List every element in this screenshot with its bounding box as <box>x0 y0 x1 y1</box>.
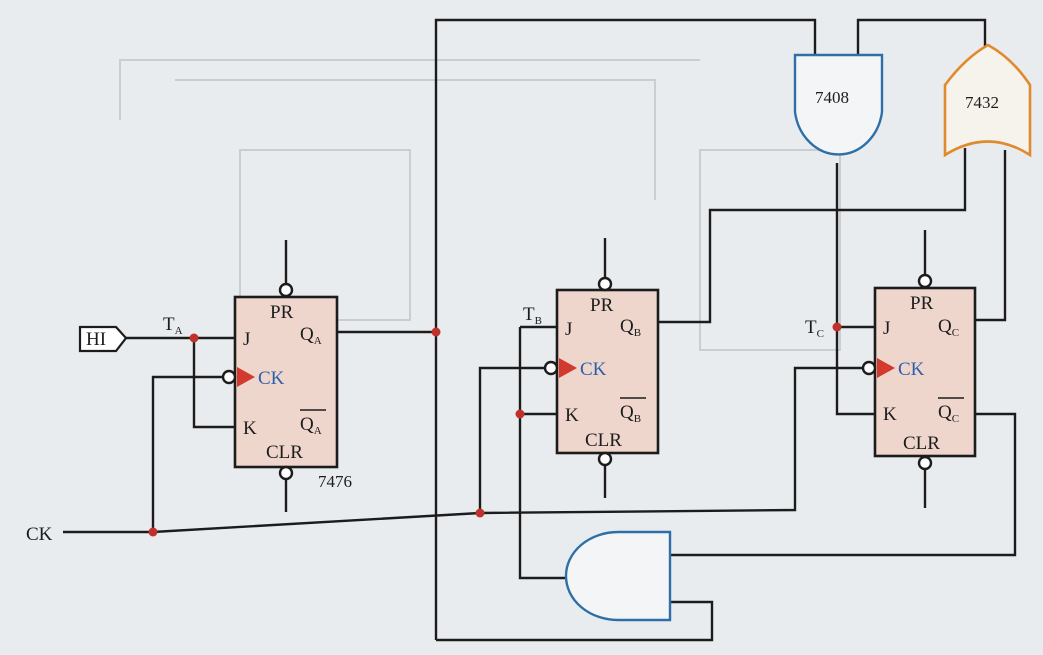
junction-tb <box>515 409 525 419</box>
ff-c-pr: PR <box>910 293 934 314</box>
ff-c-qbar: QC <box>938 402 959 425</box>
junction-dots <box>148 322 842 537</box>
ff-c-k: K <box>883 404 897 425</box>
tb-label: TB <box>523 304 542 327</box>
clr-bubble <box>917 455 933 471</box>
ff-a-k: K <box>243 418 257 439</box>
flipflop-a: PR J CK K CLR QA QA 7476 <box>221 282 352 491</box>
junction-ck-b <box>475 508 485 518</box>
ff-b-j: J <box>565 319 572 340</box>
ff-b-q: QB <box>620 316 641 339</box>
ff-b-pr: PR <box>590 295 614 316</box>
and-gate-chip-label: 7408 <box>815 88 849 107</box>
ff-b-qbar: QB <box>620 402 641 425</box>
and-gate-lower <box>564 530 672 622</box>
clr-bubble <box>278 465 294 481</box>
ff-a-pr: PR <box>270 302 294 323</box>
ff-a-qbar: QA <box>300 414 322 437</box>
ff-b-k: K <box>565 405 579 426</box>
ff-a-j: J <box>243 329 250 350</box>
ff-c-clr: CLR <box>903 433 940 454</box>
ff-c-ck: CK <box>898 359 925 380</box>
ff-c-q: QC <box>938 316 959 339</box>
pr-bubble <box>917 273 933 289</box>
tc-label: TC <box>805 317 824 340</box>
junction-qa <box>431 327 441 337</box>
flipflop-b: PR J CK K CLR QB QB <box>543 276 660 467</box>
clock-triangle <box>237 367 255 387</box>
pr-bubble <box>278 282 294 298</box>
or-gate-chip-label: 7432 <box>965 93 999 112</box>
clock-triangle <box>559 358 577 378</box>
ff-a-q: QA <box>300 324 322 347</box>
and-gate-7408: 7408 <box>793 53 884 156</box>
clock-input-label: CK <box>26 524 53 545</box>
ff-a-clr: CLR <box>266 442 303 463</box>
or-gate-7432: 7432 <box>943 43 1032 158</box>
junction-ta <box>189 333 199 343</box>
clr-bubble <box>597 451 613 467</box>
ff-c-j: J <box>883 318 890 339</box>
junction-ck-a <box>148 527 158 537</box>
background-ghost <box>119 59 841 351</box>
hi-input-box <box>78 325 128 353</box>
ta-label: TA <box>163 314 183 337</box>
ck-bubble <box>861 360 877 376</box>
flipflop-c: PR J CK K CLR QC QC <box>861 273 977 471</box>
ck-bubble <box>543 360 559 376</box>
junction-tc <box>832 322 842 332</box>
pr-bubble <box>597 276 613 292</box>
ff-a-chip-label: 7476 <box>318 472 352 491</box>
ff-a-ck: CK <box>258 368 285 389</box>
hi-input: HI <box>78 325 128 353</box>
ff-b-clr: CLR <box>585 430 622 451</box>
hi-label: HI <box>86 329 106 350</box>
ff-b-ck: CK <box>580 359 607 380</box>
clock-triangle <box>877 358 895 378</box>
ck-bubble <box>221 369 237 385</box>
